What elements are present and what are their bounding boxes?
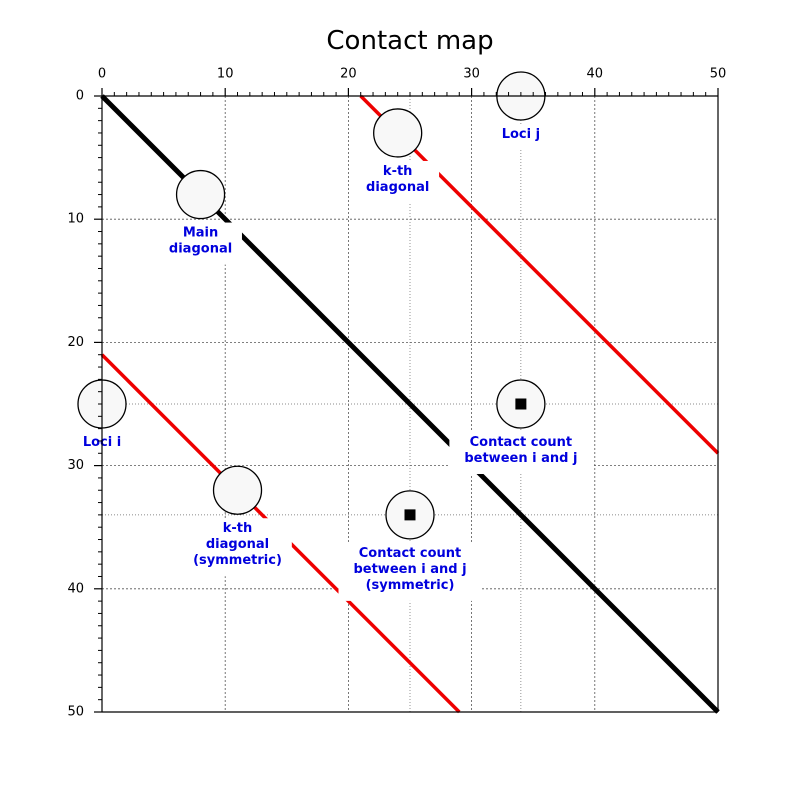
annotation-label-line: between i and j: [353, 562, 466, 577]
annotation-label-line: Contact count: [470, 435, 573, 450]
annotation-label-line: diagonal: [169, 242, 232, 257]
x-tick-label: 0: [98, 67, 106, 82]
annotation-label-background: [449, 432, 593, 474]
annotation-label-background: [356, 160, 440, 203]
annotation-label-line: (symmetric): [193, 553, 282, 568]
annotation-label-background: [159, 222, 242, 265]
annotation-label-background: [183, 518, 292, 577]
chart-title: Contact map: [326, 26, 493, 56]
y-tick-label: 20: [67, 335, 84, 350]
annotation-circle: [175, 169, 226, 220]
contact-marker: [515, 398, 527, 410]
annotation-label-line: k-th: [223, 521, 253, 536]
annotation-label-line: (symmetric): [366, 578, 455, 593]
y-tick-label: 0: [76, 89, 84, 104]
annotation-label-line: Contact count: [359, 546, 462, 561]
annotation-label-line: diagonal: [206, 537, 269, 552]
kth-diagonal-line-1: [359, 94, 720, 455]
x-tick-label: 10: [217, 67, 234, 82]
annotation-label-background: [488, 124, 554, 150]
annotation-label-line: diagonal: [366, 180, 429, 195]
x-tick-label: 30: [463, 67, 480, 82]
annotation-circle: [212, 465, 263, 515]
annotation-label-background: [338, 542, 482, 601]
y-tick-label: 50: [67, 705, 84, 720]
x-tick-label: 20: [340, 67, 357, 82]
annotation-label-line: k-th: [383, 164, 413, 179]
y-tick-label: 40: [67, 581, 84, 596]
contact-marker: [404, 509, 416, 521]
annotation-label-line: Loci j: [502, 127, 540, 142]
x-tick-label: 50: [710, 67, 727, 82]
annotation-circle: [373, 108, 423, 158]
annotation-loci-j: Loci j: [488, 71, 554, 150]
x-tick-label: 40: [587, 67, 604, 82]
annotation-label-line: Main: [183, 226, 218, 241]
y-tick-label: 30: [67, 458, 84, 473]
y-tick-label: 10: [67, 212, 84, 227]
axes: 00 10 10 20 20 30 30 40 40 50 50: [67, 67, 726, 720]
annotation-label-line: between i and j: [464, 451, 577, 466]
